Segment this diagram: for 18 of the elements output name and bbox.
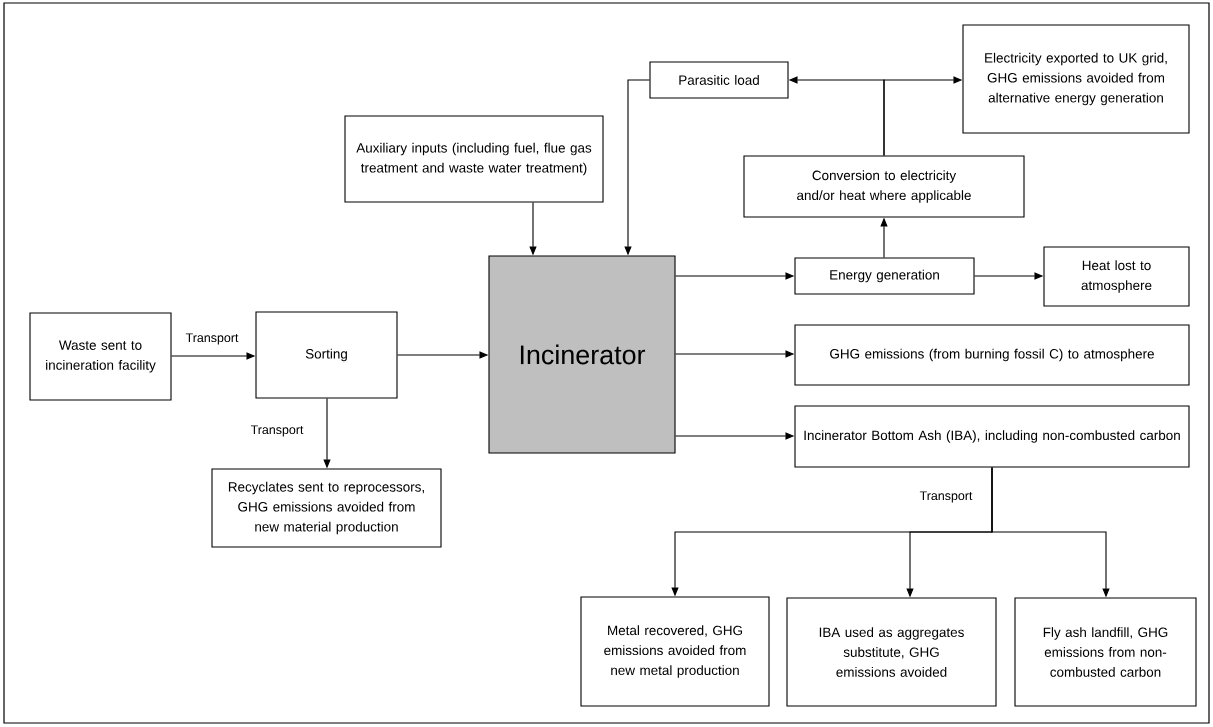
process-box: Waste sent to incineration facility	[29, 312, 172, 401]
process-box: Electricity exported to UK grid, GHG emissions avoided from alternative energy generation	[962, 24, 1190, 134]
process-box: Fly ash landfill, GHG emissions from non-combusted carbon	[1014, 597, 1197, 707]
edge-label: Transport	[918, 490, 974, 504]
process-box: Recyclates sent to reprocessors, GHG emissions avoided from new material production	[211, 468, 442, 548]
process-box: IBA used as aggregates substitute, GHG emissions avoided	[786, 597, 997, 707]
incinerator-box: Incinerator	[488, 255, 676, 454]
process-box: Sorting	[255, 311, 398, 399]
process-box: Incinerator Bottom Ash (IBA), including non-combusted carbon	[794, 405, 1190, 468]
process-box: Auxiliary inputs (including fuel, flue gas treatment and waste water treatment)	[344, 115, 604, 203]
process-box: GHG emissions (from burning fossil C) to atmosphere	[794, 324, 1190, 386]
process-box: Parasitic load	[649, 61, 789, 99]
edge-label: Transport	[184, 332, 240, 346]
process-box: Heat lost to atmosphere	[1043, 246, 1190, 307]
process-box: Metal recovered, GHG emissions avoided from new metal production	[580, 596, 770, 707]
process-box: Conversion to electricity and/or heat where applicable	[743, 155, 1025, 218]
process-box: Energy generation	[794, 257, 975, 295]
edge-label: Transport	[249, 424, 305, 438]
